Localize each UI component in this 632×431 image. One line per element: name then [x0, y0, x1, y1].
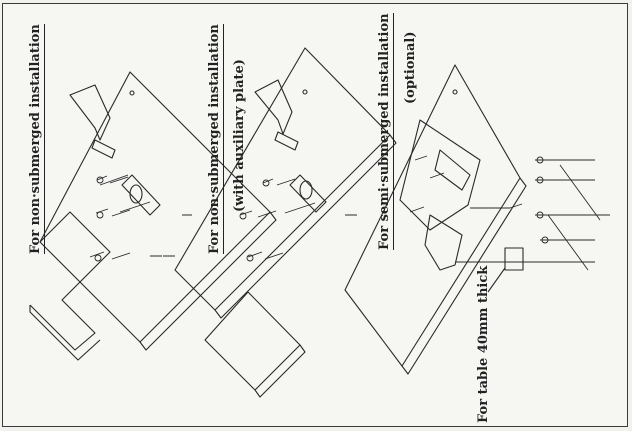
label-table-thickness: For table 40mm thick	[476, 266, 491, 423]
screw-set-1	[89, 174, 192, 262]
table-top-1-edge	[29, 305, 101, 361]
bracket-2-foot	[274, 131, 299, 151]
table-plate-1-edge	[139, 211, 277, 351]
label-non-submerged-aux-2: (with auxiliary plate)	[232, 59, 247, 212]
bracket-1	[69, 84, 111, 141]
label-non-submerged-aux-line1: For non·submerged installation	[207, 24, 224, 254]
panel-semi-submerged	[344, 64, 610, 375]
label-table-thickness-text: For table 40mm thick	[476, 265, 491, 423]
hole-1	[129, 184, 143, 204]
screw-set-3	[409, 155, 610, 271]
mount-hole-3	[452, 89, 458, 95]
label-semi-submerged-line2: (optional)	[403, 31, 418, 105]
panel-non-submerged	[29, 71, 277, 361]
table-thickness-detail	[504, 247, 524, 271]
bracket-1-foot	[91, 139, 116, 159]
motor-cutout	[434, 149, 471, 191]
auxiliary-plate	[204, 291, 301, 391]
label-semi-submerged-1: For semi·submerged installation	[377, 13, 394, 250]
semi-bracket	[424, 214, 463, 271]
panel-non-submerged-aux	[174, 47, 397, 398]
label-non-submerged: For non·submerged installation	[28, 24, 45, 254]
bracket-2	[254, 79, 293, 135]
figure-frame	[2, 3, 628, 427]
screw-set-2	[239, 178, 357, 262]
table-top-1	[29, 211, 111, 351]
table-thickness-leader	[487, 267, 506, 293]
label-non-submerged-aux-line2: (with auxiliary plate)	[232, 59, 247, 212]
table-plate-2-edge	[214, 134, 397, 319]
auxiliary-plate-edge	[254, 344, 306, 398]
label-non-submerged-text: For non·submerged installation	[28, 24, 45, 254]
table-cutout-3	[399, 119, 481, 231]
slot-2	[289, 174, 327, 213]
hole-2	[299, 180, 313, 200]
label-semi-submerged-2: (optional)	[403, 32, 418, 105]
label-non-submerged-aux-1: For non·submerged installation	[207, 24, 224, 254]
mount-hole-2	[302, 89, 308, 95]
table-plate-3	[344, 64, 521, 367]
table-plate-3-edge	[401, 177, 527, 375]
slot-1	[121, 174, 161, 216]
label-semi-submerged-line1: For semi·submerged installation	[377, 13, 394, 250]
mount-hole-1	[129, 90, 135, 96]
